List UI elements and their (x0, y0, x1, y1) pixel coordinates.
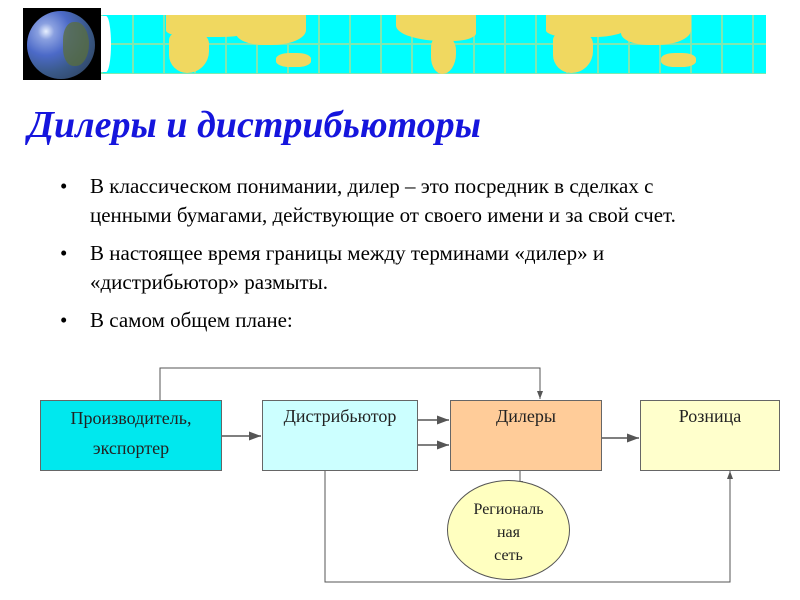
connector-distributor-to-retail (324, 470, 733, 583)
regional-label-line2: ная (496, 524, 521, 541)
box-producer: Производитель, экспортер (40, 400, 222, 471)
bullet-item: В настоящее время границы между терминам… (60, 239, 720, 297)
regional-label-line3: сеть (494, 547, 523, 564)
producer-label-line2: экспортер (92, 438, 170, 458)
slide-title: Дилеры и дистрибьюторы (28, 104, 481, 146)
globe-shadow (101, 16, 111, 72)
retail-label: Розница (678, 406, 742, 426)
box-retail: Розница (640, 400, 780, 471)
ellipse-regional-network: Региональ ная сеть (447, 480, 570, 580)
globe-image (23, 8, 101, 80)
distributor-label: Дистрибьютор (283, 406, 397, 426)
box-distributor: Дистрибьютор (262, 400, 418, 471)
producer-label-line1: Производитель, (70, 408, 192, 428)
dealers-label: Дилеры (496, 406, 556, 426)
bullet-list: В классическом понимании, дилер – это по… (60, 172, 720, 344)
regional-label-line1: Региональ (473, 501, 544, 518)
world-map-banner (101, 15, 766, 74)
box-dealers: Дилеры (450, 400, 602, 471)
connector-producer-to-dealers (159, 367, 543, 400)
bullet-item: В самом общем плане: (60, 306, 720, 335)
bullet-item: В классическом понимании, дилер – это по… (60, 172, 720, 230)
